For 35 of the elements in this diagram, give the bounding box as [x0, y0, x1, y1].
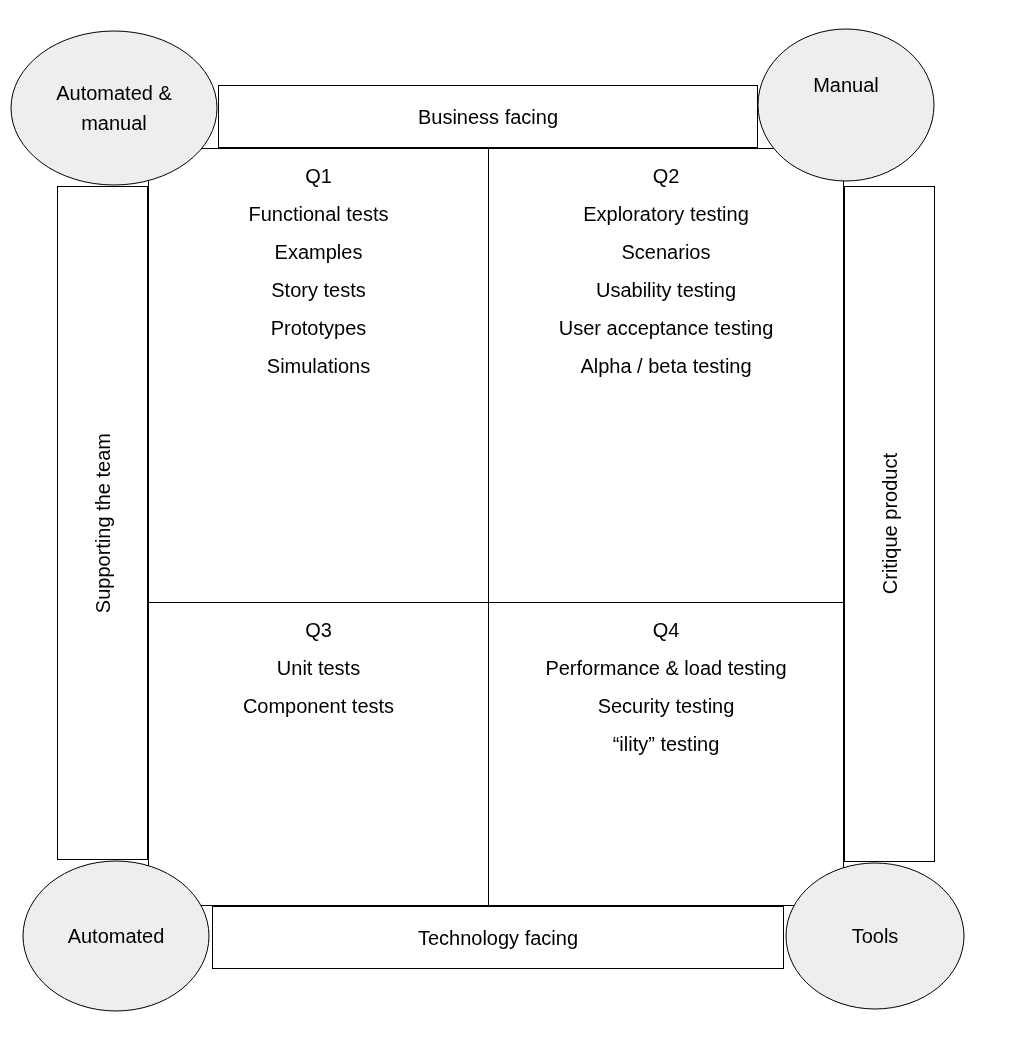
test-type: Simulations	[266, 354, 371, 379]
band-label: Business facing	[417, 104, 559, 130]
quadrant-heading: Q4	[652, 618, 680, 643]
test-type: Security testing	[597, 694, 735, 719]
quadrant-heading: Q1	[305, 164, 332, 189]
ellipse-label: Automated	[67, 924, 165, 949]
test-type: Scenarios	[621, 240, 711, 265]
quadrant-heading: Q2	[652, 164, 680, 189]
ellipse-label: Manual	[813, 73, 879, 98]
test-type: “ility” testing	[612, 732, 720, 757]
test-type: Examples	[274, 240, 363, 265]
quadrant-box	[148, 602, 489, 906]
quadrant-box	[488, 602, 844, 906]
band	[218, 85, 758, 148]
test-type: Performance & load testing	[545, 656, 787, 681]
test-type: Usability testing	[595, 278, 737, 303]
band-label: Supporting the team	[90, 432, 115, 614]
test-type: Unit tests	[276, 656, 361, 681]
ellipse-label: Automated & manual	[55, 81, 173, 136]
band-label: Critique product	[877, 453, 902, 595]
ellipse-label: Tools	[851, 924, 899, 949]
test-type: Component tests	[242, 694, 395, 719]
band	[844, 186, 935, 862]
band-label: Technology facing	[417, 925, 579, 951]
test-type: User acceptance testing	[558, 316, 774, 341]
quadrant-box	[488, 148, 844, 603]
quadrant-box	[148, 148, 489, 603]
test-type: Exploratory testing	[583, 202, 749, 227]
test-type: Prototypes	[270, 316, 367, 341]
test-type: Alpha / beta testing	[580, 354, 752, 379]
band	[57, 186, 148, 860]
band	[212, 906, 784, 969]
test-type: Functional tests	[248, 202, 389, 227]
test-type: Story tests	[271, 278, 366, 303]
quadrant-heading: Q3	[305, 618, 332, 643]
